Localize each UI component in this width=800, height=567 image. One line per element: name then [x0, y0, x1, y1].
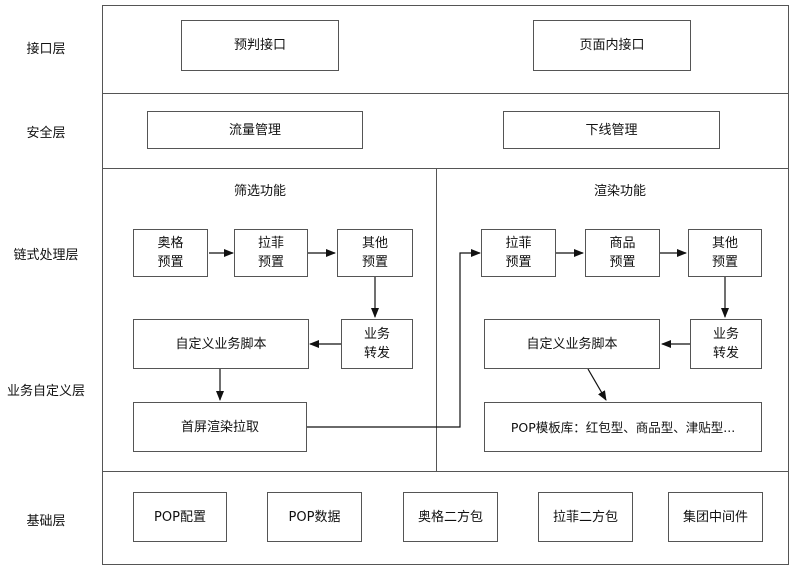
render-other-preset-box: 其他预置 — [688, 229, 762, 277]
render-custom-script-box: 自定义业务脚本 — [484, 319, 660, 369]
other-preset-box: 其他预置 — [337, 229, 413, 277]
page-interface-box: 页面内接口 — [533, 20, 691, 71]
arrow-render-script-to-template — [587, 368, 607, 401]
goods-preset-box: 商品预置 — [585, 229, 660, 277]
offline-management-box: 下线管理 — [503, 111, 720, 149]
pop-config-box: POP配置 — [133, 492, 227, 542]
custom-script-box: 自定义业务脚本 — [133, 319, 309, 369]
divider-custom-base — [102, 471, 789, 472]
ali-package-box: 奥格二方包 — [403, 492, 498, 542]
arrow-firstscreen-to-render-lafei — [307, 249, 481, 428]
layer-label-base: 基础层 — [26, 514, 66, 529]
render-business-forward-box: 业务转发 — [690, 319, 762, 369]
layer-label-chain: 链式处理层 — [13, 248, 79, 263]
divider-filter-render — [436, 168, 437, 471]
layer-label-interface: 接口层 — [26, 42, 66, 57]
traffic-management-box: 流量管理 — [147, 111, 363, 149]
filter-section-title: 筛选功能 — [233, 184, 286, 199]
diagram-frame — [102, 5, 789, 565]
divider-interface-security — [102, 93, 789, 94]
render-section-title: 渲染功能 — [593, 184, 646, 199]
business-forward-box: 业务转发 — [341, 319, 413, 369]
lafei-package-box: 拉菲二方包 — [538, 492, 633, 542]
pop-data-box: POP数据 — [267, 492, 362, 542]
layer-label-security: 安全层 — [26, 126, 66, 141]
layer-label-custom: 业务自定义层 — [6, 384, 85, 399]
lafei-preset-box: 拉菲预置 — [234, 229, 308, 277]
group-middleware-box: 集团中间件 — [668, 492, 763, 542]
ali-preset-box: 奥格预置 — [133, 229, 208, 277]
pop-template-library-box: POP模板库：红包型、商品型、津贴型... — [484, 402, 762, 452]
predict-interface-box: 预判接口 — [181, 20, 339, 71]
first-screen-render-box: 首屏渲染拉取 — [133, 402, 307, 452]
divider-security-chain — [102, 168, 789, 169]
render-lafei-preset-box: 拉菲预置 — [481, 229, 556, 277]
